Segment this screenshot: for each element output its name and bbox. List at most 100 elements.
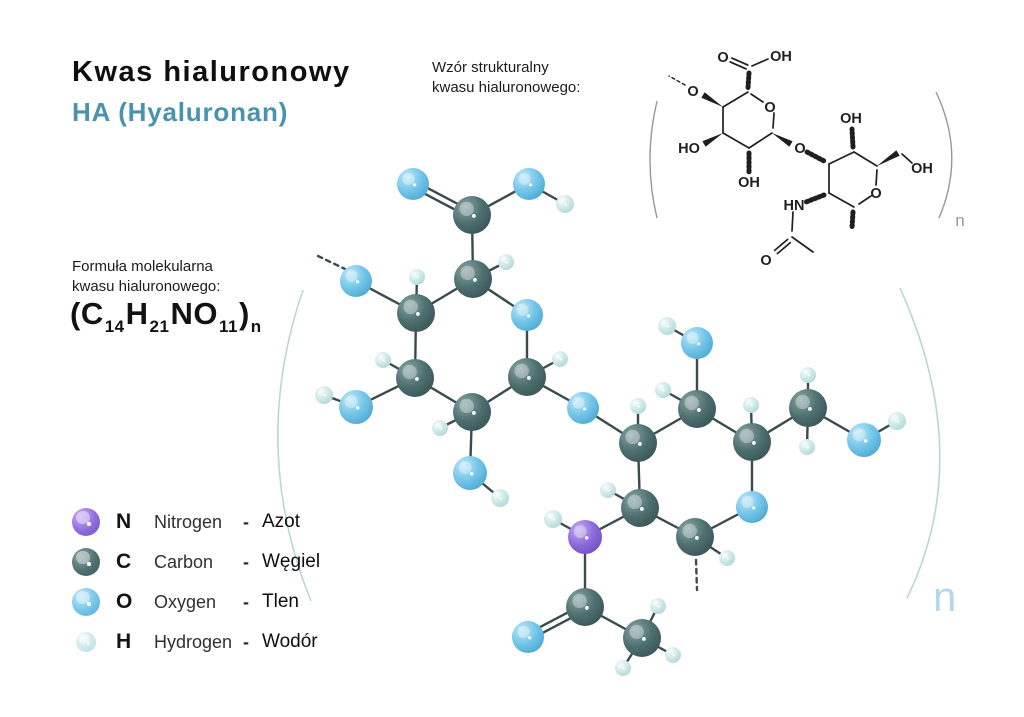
atom-C-ball bbox=[453, 393, 491, 431]
ball-highlight bbox=[79, 634, 89, 644]
structural-formula-label-line2: kwasu hialuronowego: bbox=[432, 79, 581, 97]
atom-C-ball bbox=[678, 390, 716, 428]
formula-subscript: 11 bbox=[218, 317, 238, 336]
formula-atom-label: OH bbox=[770, 49, 792, 65]
atom-C-ball bbox=[453, 196, 491, 234]
atom-H-ball bbox=[552, 351, 568, 367]
atom-H-ball bbox=[544, 510, 562, 528]
formula-parenthesis-arc bbox=[649, 100, 658, 219]
legend-ball-N-icon bbox=[72, 508, 100, 536]
legend-symbol: O bbox=[116, 590, 133, 613]
formula-atom-label: O bbox=[687, 84, 698, 100]
legend-row-H: H Hydrogen - Wodór bbox=[72, 622, 320, 662]
legend-row-O: O Oxygen - Tlen bbox=[72, 582, 320, 622]
atom-H-ball bbox=[719, 550, 735, 566]
atom-H-ball bbox=[491, 489, 509, 507]
atom-O-ball bbox=[339, 390, 373, 424]
formula-segment: H bbox=[125, 296, 149, 331]
atom-H-ball bbox=[799, 439, 815, 455]
legend-ball-H-icon bbox=[76, 632, 96, 652]
atom-C-ball bbox=[566, 588, 604, 626]
legend-name-en: Nitrogen bbox=[154, 511, 223, 532]
formula-atom-label: OH bbox=[840, 111, 862, 127]
molecular-formula-label-line1: Formuła molekularna bbox=[72, 258, 213, 275]
atom-O-ball bbox=[736, 491, 768, 523]
ball-highlight bbox=[76, 550, 90, 565]
atom-H-ball bbox=[432, 420, 448, 436]
formula-atom-label: O bbox=[717, 50, 728, 66]
atom-O-ball bbox=[340, 265, 372, 297]
ball-highlight bbox=[76, 510, 90, 525]
atom-O-ball bbox=[513, 168, 545, 200]
legend-ball-box bbox=[72, 548, 100, 576]
formula-repeat-n-label: n bbox=[955, 211, 964, 230]
atom-O-ball bbox=[847, 423, 881, 457]
legend-separator: - bbox=[243, 511, 249, 532]
legend-name-en: Oxygen bbox=[154, 591, 217, 612]
formula-subscript: 14 bbox=[104, 317, 125, 336]
formula-segment: ) bbox=[238, 296, 250, 331]
legend-name-en: Hydrogen bbox=[154, 631, 233, 652]
atom-O-ball bbox=[681, 327, 713, 359]
atom-H-ball bbox=[655, 382, 671, 398]
atom-H-ball bbox=[888, 412, 906, 430]
atom-C-ball bbox=[454, 260, 492, 298]
legend-ball-box bbox=[72, 588, 100, 616]
atom-H-ball bbox=[600, 482, 616, 498]
wedge-bond bbox=[772, 133, 793, 147]
formula-subscript: n bbox=[250, 317, 262, 336]
atom-H-ball bbox=[556, 195, 574, 213]
ball-highlight-dot bbox=[87, 602, 91, 606]
atom-O-ball bbox=[511, 299, 543, 331]
atom-H-ball bbox=[315, 386, 333, 404]
legend-name-pl: Azot bbox=[262, 511, 301, 532]
legend-row-N: N Nitrogen - Azot bbox=[72, 502, 320, 542]
legend-ball-box bbox=[72, 508, 100, 536]
atom-H-ball bbox=[743, 397, 759, 413]
formula-atom-label: HO bbox=[678, 141, 700, 157]
legend-name-pl: Węgiel bbox=[262, 551, 321, 572]
atom-C-ball bbox=[396, 359, 434, 397]
atom-H-ball bbox=[375, 352, 391, 368]
legend-symbol: H bbox=[116, 630, 132, 653]
atom-O-ball bbox=[512, 621, 544, 653]
atom-O-ball bbox=[397, 168, 429, 200]
atom-C-ball bbox=[789, 389, 827, 427]
atom-C-ball bbox=[676, 518, 714, 556]
atom-H-ball bbox=[800, 367, 816, 383]
legend-ball-C-icon bbox=[72, 548, 100, 576]
formula-atom-label: OH bbox=[911, 161, 933, 177]
structural-formula-label: Wzór strukturalny kwasu hialuronowego: bbox=[432, 58, 580, 99]
molecular-formula-label: Formuła molekularna kwasu hialuronowego: bbox=[72, 257, 220, 298]
ball-highlight-dot bbox=[86, 642, 90, 645]
ball-highlight-dot bbox=[87, 562, 91, 566]
formula-atom-label: O bbox=[794, 141, 805, 157]
formula-subscript: 21 bbox=[149, 317, 170, 336]
legend-symbol: C bbox=[116, 550, 132, 573]
legend-symbol: N bbox=[116, 510, 132, 533]
molecular-formula: (C14H21NO11)n bbox=[70, 296, 263, 336]
polymer-repeat-n-label: n bbox=[933, 573, 956, 620]
atom-C-ball bbox=[508, 358, 546, 396]
atom-H-ball bbox=[409, 269, 425, 285]
legend-name-pl: Tlen bbox=[262, 591, 299, 612]
legend-separator: - bbox=[243, 631, 249, 652]
formula-segment: (C bbox=[70, 296, 104, 331]
formula-atom-label: OH bbox=[738, 175, 760, 191]
repeat-parenthesis-arc bbox=[277, 289, 312, 602]
atom-H-ball bbox=[615, 660, 631, 676]
formula-atom-label: O bbox=[764, 100, 775, 116]
atom-C-ball bbox=[623, 619, 661, 657]
atom-C-ball bbox=[397, 294, 435, 332]
page-subtitle: HA (Hyaluronan) bbox=[72, 97, 289, 127]
atom-H-ball bbox=[658, 317, 676, 335]
atom-N-ball bbox=[568, 520, 602, 554]
ball-highlight-dot bbox=[87, 522, 91, 526]
legend-ball-O-icon bbox=[72, 588, 100, 616]
atom-O-ball bbox=[567, 392, 599, 424]
atom-O-ball bbox=[453, 456, 487, 490]
atom-C-ball bbox=[619, 424, 657, 462]
